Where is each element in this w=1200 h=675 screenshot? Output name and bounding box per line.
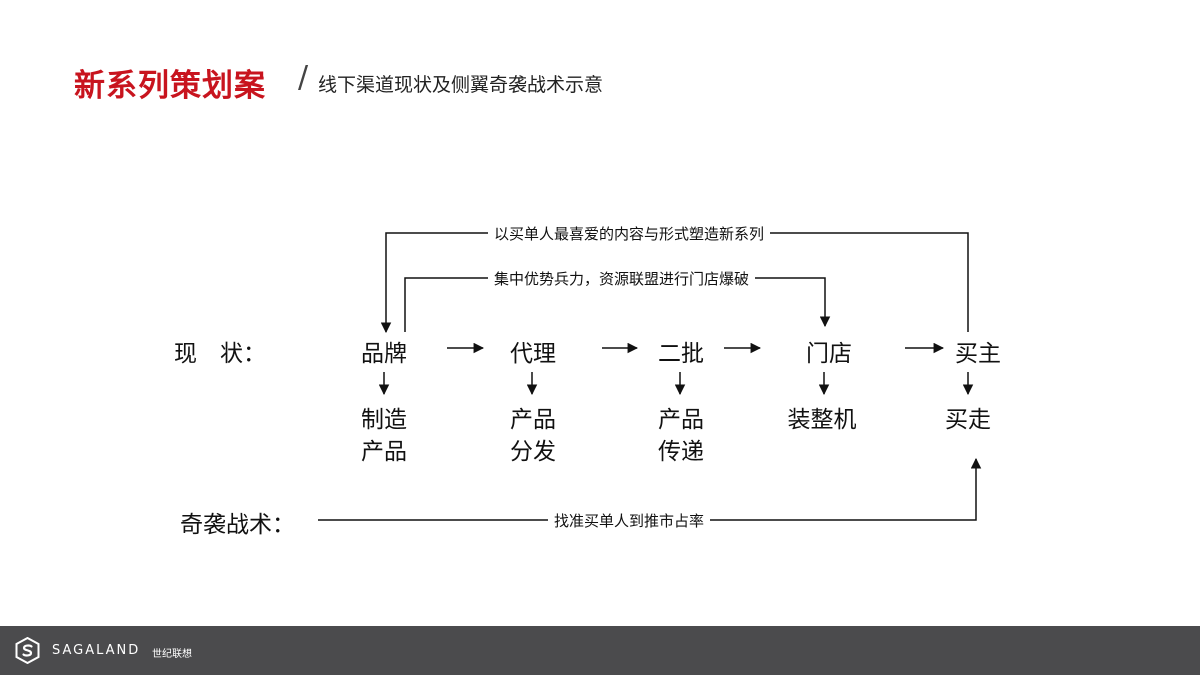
row-label-status: 现 状： — [174, 341, 266, 367]
s-badge-icon — [15, 637, 40, 664]
detail-line: 买走 — [945, 407, 991, 433]
node-store: 门店 — [806, 341, 852, 367]
loop-top-label: 以买单人最喜爱的内容与形式塑造新系列 — [488, 223, 771, 244]
detail-line: 分发 — [510, 439, 556, 465]
row-label-tactic: 奇袭战术： — [180, 512, 295, 538]
detail-line: 产品 — [510, 407, 556, 433]
detail-line: 产品 — [658, 407, 704, 433]
loop-mid-label: 集中优势兵力，资源联盟进行门店爆破 — [488, 268, 756, 289]
detail-line: 装整机 — [787, 407, 857, 433]
node-buyer-detail: 买走 — [945, 404, 991, 436]
footer-bar: SAGALAND 世纪联想 — [0, 626, 1200, 675]
detail-line: 制造 — [361, 407, 407, 433]
node-buyer: 买主 — [955, 341, 1001, 367]
title-separator: / — [298, 60, 309, 95]
node-store-detail: 装整机 — [788, 404, 857, 436]
brand-name-cn: 世纪联想 — [152, 649, 192, 660]
node-brand: 品牌 — [361, 341, 407, 367]
brand-name-en: SAGALAND — [52, 643, 141, 658]
detail-line: 产品 — [361, 439, 407, 465]
page-title: 新系列策划案 — [74, 68, 266, 104]
node-agent: 代理 — [510, 341, 556, 367]
node-brand-detail: 制造 产品 — [361, 404, 407, 468]
node-wholesaler-detail: 产品 传递 — [658, 404, 704, 468]
node-wholesaler: 二批 — [658, 341, 704, 367]
tactic-label: 找准买单人到推市占率 — [548, 510, 711, 531]
detail-line: 传递 — [658, 439, 704, 465]
tactic-connector — [318, 457, 982, 521]
node-agent-detail: 产品 分发 — [510, 404, 556, 468]
page-subtitle: 线下渠道现状及侧翼奇袭战术示意 — [318, 74, 604, 96]
